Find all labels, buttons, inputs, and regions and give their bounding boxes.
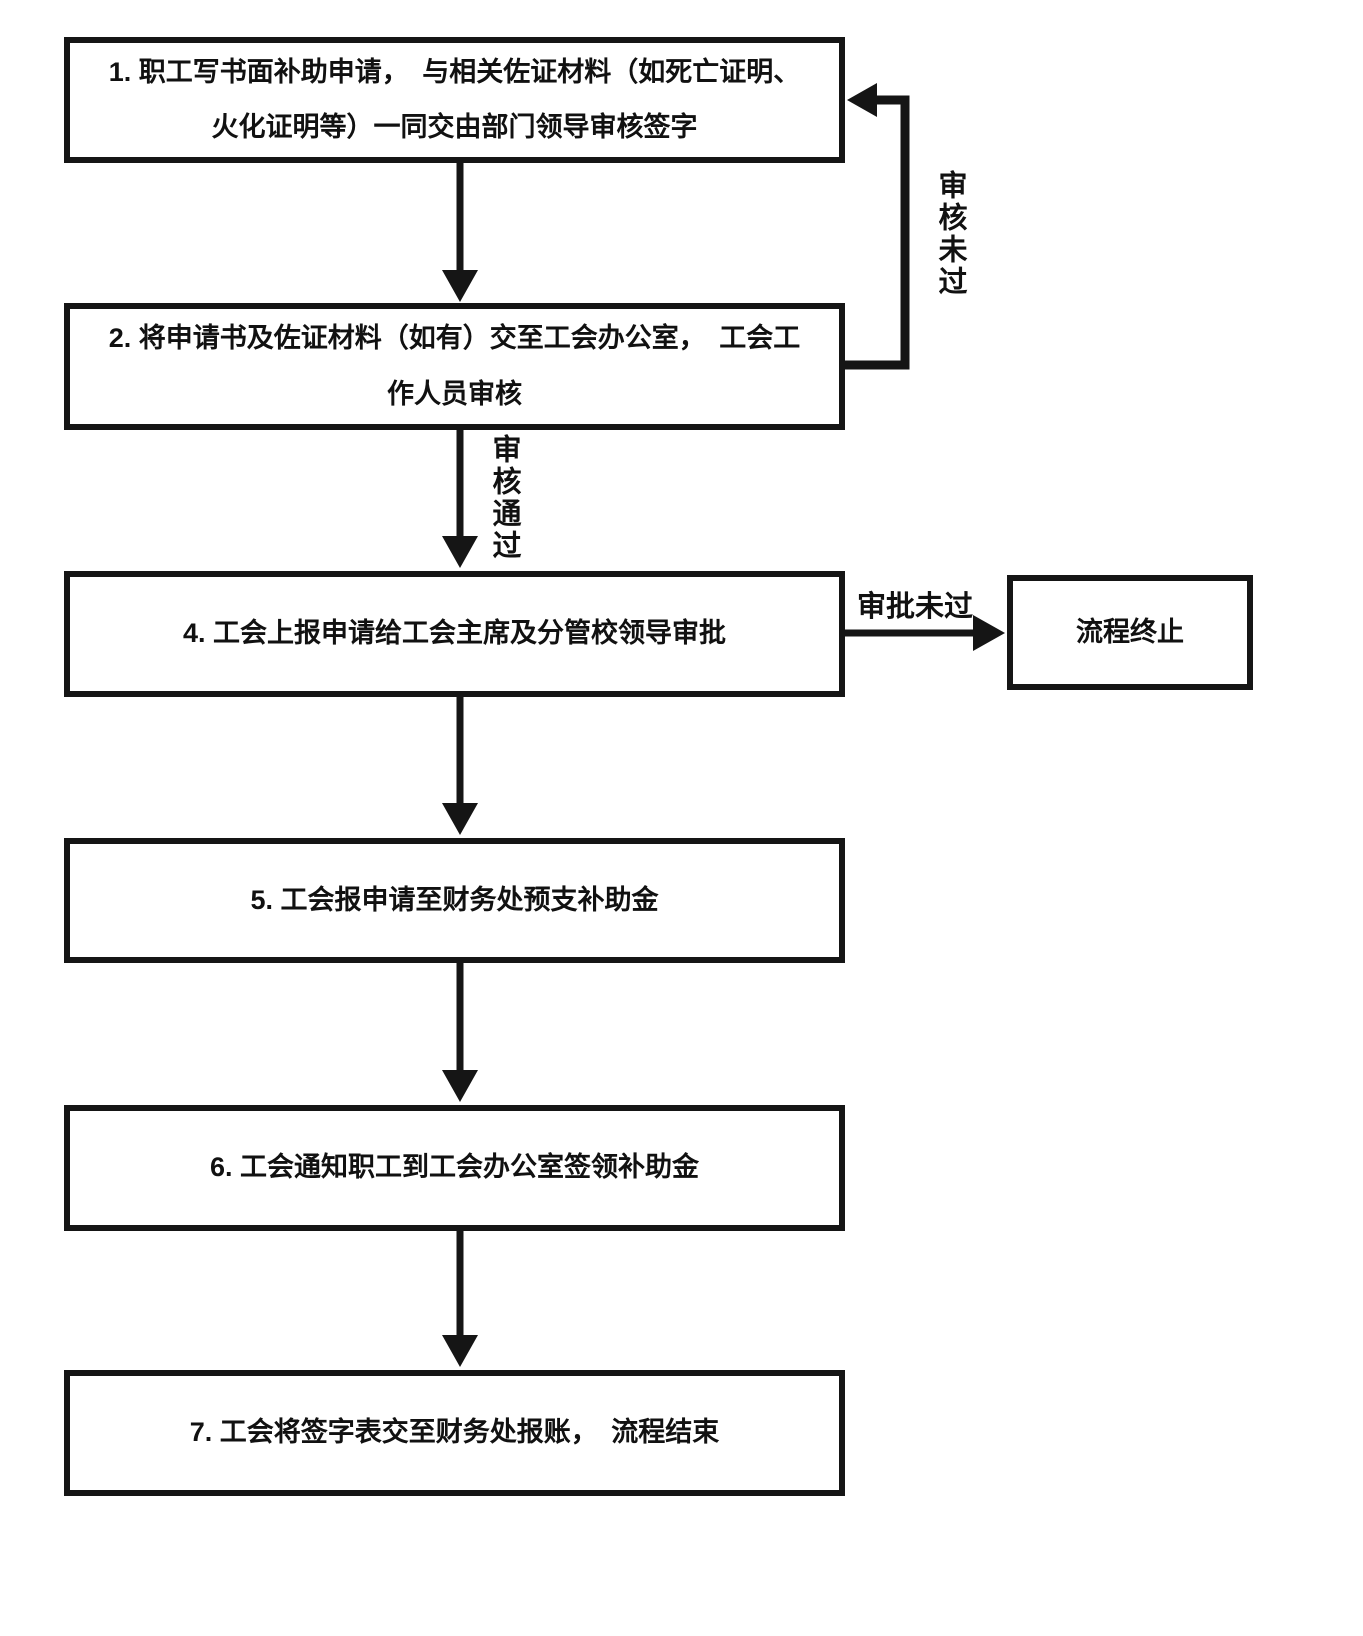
node-step7: 7. 工会将签字表交至财务处报账， 流程结束 (64, 1370, 845, 1496)
node-step5: 5. 工会报申请至财务处预支补助金 (64, 838, 845, 963)
arrow-step4-to-step5 (442, 695, 478, 835)
arrow-step2-to-step4 (442, 428, 478, 568)
node-terminate: 流程终止 (1007, 575, 1253, 690)
arrow-step5-to-step6 (442, 961, 478, 1102)
node-step7-label: 7. 工会将签字表交至财务处报账， 流程结束 (189, 1417, 720, 1448)
arrow-step2-to-step1-loop (845, 83, 910, 370)
node-step2: 2. 将申请书及佐证材料（如有）交至工会办公室， 工会工作人员审核 (64, 303, 845, 430)
arrow-step6-to-step7 (442, 1229, 478, 1367)
edge-label-approval-failed: 审批未过 (857, 591, 974, 623)
node-step5-label: 5. 工会报申请至财务处预支补助金 (250, 884, 659, 915)
edge-label-review-passed: 审核通过 (488, 434, 520, 562)
node-step4-label: 4. 工会上报申请给工会主席及分管校领导审批 (182, 618, 727, 649)
node-step6-label: 6. 工会通知职工到工会办公室签领补助金 (209, 1152, 700, 1183)
node-step4: 4. 工会上报申请给工会主席及分管校领导审批 (64, 571, 845, 697)
node-terminate-label: 流程终止 (1076, 616, 1184, 647)
node-step6: 6. 工会通知职工到工会办公室签领补助金 (64, 1105, 845, 1231)
node-step1-label: 1. 职工写书面补助申请， 与相关佐证材料（如死亡证明、火化证明等）一同交由部门… (108, 56, 801, 142)
arrow-step1-to-step2 (442, 161, 478, 302)
edge-label-review-failed: 审核未过 (934, 170, 966, 298)
node-step1: 1. 职工写书面补助申请， 与相关佐证材料（如死亡证明、火化证明等）一同交由部门… (64, 37, 845, 163)
node-step2-label: 2. 将申请书及佐证材料（如有）交至工会办公室， 工会工作人员审核 (108, 323, 801, 409)
